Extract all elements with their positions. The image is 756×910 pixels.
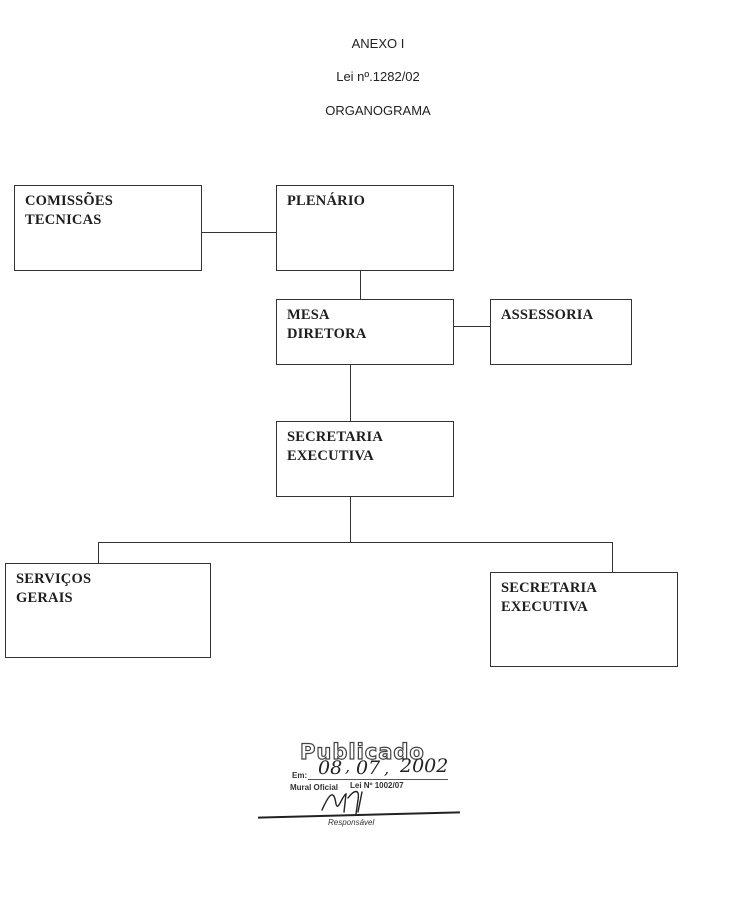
node-advisory-label: ASSESSORIA <box>501 307 594 323</box>
connector-board-secretariat <box>350 364 351 421</box>
node-general-services-label: SERVIÇOS GERAIS <box>16 571 92 606</box>
connector-horizontal-bus <box>98 542 613 543</box>
stamp-year: 2002 <box>400 755 449 777</box>
stamp-sep-1: , <box>345 757 351 776</box>
node-secretariat-2-label: SECRETARIA EXECUTIVA <box>501 580 598 615</box>
stamp-day: 08 <box>318 757 343 779</box>
node-plenary-label: PLENÁRIO <box>287 193 366 209</box>
connector-secretariat-down <box>350 496 351 543</box>
law-number: Lei nº.1282/02 <box>336 69 420 84</box>
connector-plenary-board <box>360 270 361 299</box>
node-commissions-label: COMISSÕES TECNICAS <box>25 193 114 228</box>
node-secretariat-2: SECRETARIA EXECUTIVA <box>490 572 678 667</box>
stamp-title: Publicado <box>299 739 425 764</box>
stamp-date-underline <box>308 779 448 780</box>
connector-to-general-services <box>98 542 99 563</box>
stamp-responsible-label: Responsável <box>328 818 375 827</box>
connector-commissions-plenary <box>201 232 276 233</box>
stamp-sep-2: , <box>384 759 390 778</box>
connector-board-advisory <box>453 326 490 327</box>
node-advisory: ASSESSORIA <box>490 299 632 365</box>
node-commissions: COMISSÕES TECNICAS <box>14 185 202 271</box>
stamp-mural-label: Mural Oficial <box>290 783 339 792</box>
annex-title: ANEXO I <box>351 36 405 51</box>
stamp-month: 07 <box>356 757 381 779</box>
signature-icon <box>321 790 363 815</box>
page-title: ORGANOGRAMA <box>325 103 431 118</box>
node-secretariat-label: SECRETARIA EXECUTIVA <box>287 429 384 464</box>
node-board: MESA DIRETORA <box>276 299 454 365</box>
stamp-em-label: Em: <box>292 771 308 780</box>
node-plenary: PLENÁRIO <box>276 185 454 271</box>
node-general-services: SERVIÇOS GERAIS <box>5 563 211 658</box>
stamp-law-ref: Lei Nº 1002/07 <box>350 781 404 790</box>
connector-to-secretariat-2 <box>612 542 613 572</box>
node-secretariat: SECRETARIA EXECUTIVA <box>276 421 454 497</box>
node-board-label: MESA DIRETORA <box>287 307 367 342</box>
